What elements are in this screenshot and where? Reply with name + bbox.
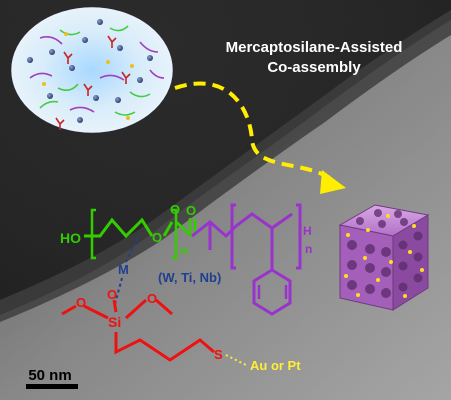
ps-bracket-left-icon xyxy=(230,203,236,270)
silane-o-left: O xyxy=(76,295,86,310)
silicon-label: Si xyxy=(108,314,121,330)
ether-oxygen-label: O xyxy=(152,230,162,245)
benzene-ring-icon xyxy=(252,268,292,316)
silane-o-right: O xyxy=(147,291,157,306)
ps-chain-icon xyxy=(235,212,293,230)
h-end-label: H xyxy=(303,224,312,238)
carbonyl-oxygen-label: O xyxy=(186,203,196,218)
sulfur-label: S xyxy=(214,347,223,362)
scale-bar xyxy=(26,384,78,389)
silane-o-top: O xyxy=(107,287,117,302)
coordination-bond-icon xyxy=(125,237,139,263)
arrow-head-icon xyxy=(320,170,346,194)
polymer-chains xyxy=(29,25,165,116)
peo-bracket-right-icon xyxy=(172,208,178,260)
metal-precursor-particles xyxy=(27,19,153,123)
noble-metal-label: Au or Pt xyxy=(250,358,301,373)
mercaptosilane-molecules xyxy=(55,35,131,130)
metal-symbol: M xyxy=(118,262,129,277)
title-line-1: Mercaptosilane-Assisted xyxy=(226,39,403,56)
thiol-bond-icon xyxy=(225,354,247,366)
title-line-2: Co-assembly xyxy=(267,59,361,76)
peo-chain-icon xyxy=(84,217,154,239)
assembly-arrow xyxy=(174,81,332,180)
ps-repeat-n: n xyxy=(305,242,312,256)
peo-repeat-m: m xyxy=(180,246,189,257)
mercaptosilane-structure: O O O Si S Au or Pt xyxy=(61,287,301,373)
micelle-solution-bubble xyxy=(11,7,173,133)
scale-bar-label: 50 nm xyxy=(28,367,71,384)
peo-ps-copolymer: HO O m O O H n xyxy=(60,202,312,316)
peo-bracket-left-icon xyxy=(90,208,96,260)
mesoporous-cube-icon xyxy=(338,204,430,311)
metal-options: (W, Ti, Nb) xyxy=(158,270,221,285)
propyl-chain-icon xyxy=(114,332,215,362)
ester-oxygen-label: O xyxy=(170,202,180,217)
gold-dots xyxy=(42,32,134,120)
ps-bracket-right-icon xyxy=(296,203,302,270)
ho-label: HO xyxy=(60,230,81,246)
